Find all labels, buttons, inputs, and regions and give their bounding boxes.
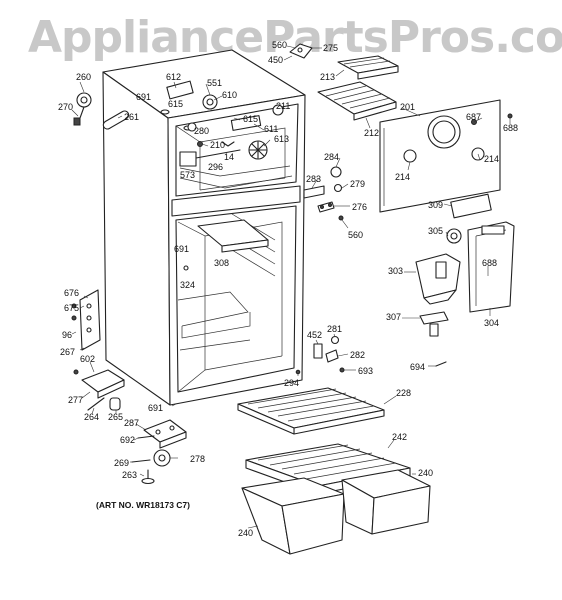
label-part-309 bbox=[450, 193, 492, 219]
hinge-plate-part-287 bbox=[143, 419, 187, 449]
callout-602: 602 bbox=[80, 354, 95, 364]
callout-294: 294 bbox=[284, 378, 299, 388]
glass-shelf-part-228 bbox=[237, 387, 385, 435]
bottom-hinge-part-277 bbox=[73, 369, 125, 399]
callout-305: 305 bbox=[428, 226, 443, 236]
rear-panel-part-201 bbox=[379, 99, 501, 213]
screw-part-269 bbox=[131, 459, 151, 463]
callout-611: 611 bbox=[264, 124, 278, 134]
callout-270: 270 bbox=[58, 102, 73, 112]
callout-96: 96 bbox=[62, 330, 72, 340]
callout-615-top: 615 bbox=[168, 99, 183, 109]
roller-part-278 bbox=[153, 449, 171, 467]
callout-452: 452 bbox=[307, 330, 322, 340]
callout-691-top: 691 bbox=[136, 92, 151, 102]
clip-part-324 bbox=[183, 265, 189, 271]
callout-265: 265 bbox=[108, 412, 123, 422]
callout-leader-lines bbox=[71, 45, 511, 529]
site-watermark: AppliancePartsPros.com bbox=[28, 12, 562, 63]
callout-612: 612 bbox=[166, 72, 181, 82]
art-number-label: (ART NO. WR18173 C7) bbox=[96, 500, 190, 510]
callout-613: 613 bbox=[274, 134, 289, 144]
callout-304: 304 bbox=[484, 318, 499, 328]
callout-307: 307 bbox=[386, 312, 401, 322]
callout-296: 296 bbox=[208, 162, 223, 172]
callout-242: 242 bbox=[392, 432, 407, 442]
small-parts-center-lower bbox=[295, 335, 447, 375]
hinge-bracket-left-676 bbox=[71, 289, 101, 351]
crisper-drawer-right-240 bbox=[341, 469, 431, 535]
callout-labels: 560 450 275 213 212 201 687 688 214 214 … bbox=[58, 40, 518, 538]
callout-269: 269 bbox=[114, 458, 129, 468]
evaporator-cover-part-212 bbox=[317, 81, 397, 121]
callout-14: 14 bbox=[224, 152, 234, 162]
crisper-drawer-left-240 bbox=[241, 477, 345, 555]
callout-691-bottom: 691 bbox=[148, 403, 163, 413]
callout-688: 688 bbox=[503, 123, 518, 133]
callout-210: 210 bbox=[210, 140, 225, 150]
temperature-control-part-304 bbox=[467, 221, 515, 313]
callout-309: 309 bbox=[428, 200, 443, 210]
callout-303: 303 bbox=[388, 266, 403, 276]
door-handle-part bbox=[102, 110, 130, 130]
control-knob-part-305 bbox=[446, 228, 462, 244]
bracket-part-307 bbox=[419, 311, 449, 337]
callout-267: 267 bbox=[60, 347, 75, 357]
callout-277: 277 bbox=[68, 395, 83, 405]
callout-283: 283 bbox=[306, 174, 321, 184]
callout-279: 279 bbox=[350, 179, 365, 189]
callout-212: 212 bbox=[364, 128, 379, 138]
callout-573: 573 bbox=[180, 170, 195, 180]
callout-240-left: 240 bbox=[238, 528, 253, 538]
callout-694: 694 bbox=[410, 362, 425, 372]
hinge-part-260 bbox=[73, 92, 92, 126]
callout-692: 692 bbox=[120, 435, 135, 445]
callout-276: 276 bbox=[352, 202, 367, 212]
shelf-part-308 bbox=[197, 219, 269, 253]
callout-610: 610 bbox=[222, 90, 237, 100]
callout-324: 324 bbox=[180, 280, 195, 290]
callout-264: 264 bbox=[84, 412, 99, 422]
ice-tray-part-275 bbox=[337, 55, 399, 80]
callout-688-lower: 688 bbox=[482, 258, 497, 268]
small-fasteners-center bbox=[303, 166, 344, 221]
callout-282: 282 bbox=[350, 350, 365, 360]
callout-214-right: 214 bbox=[484, 154, 499, 164]
leveling-leg-part-263 bbox=[141, 469, 155, 485]
callout-691-mid: 691 bbox=[174, 244, 189, 254]
callout-560-lower: 560 bbox=[348, 230, 363, 240]
control-housing-part-303 bbox=[415, 253, 461, 305]
callout-284: 284 bbox=[324, 152, 339, 162]
callout-615-mid: 615 bbox=[243, 114, 258, 124]
callout-676: 676 bbox=[64, 288, 79, 298]
callout-281: 281 bbox=[327, 324, 342, 334]
callout-287: 287 bbox=[124, 418, 139, 428]
callout-261: 261 bbox=[124, 112, 139, 122]
callout-693: 693 bbox=[358, 366, 373, 376]
pin-part-264 bbox=[87, 397, 105, 411]
callout-214-left: 214 bbox=[395, 172, 410, 182]
callout-450: 450 bbox=[268, 55, 283, 65]
callout-201: 201 bbox=[400, 102, 415, 112]
callout-213: 213 bbox=[320, 72, 335, 82]
screw-part-692 bbox=[137, 435, 155, 439]
callout-280: 280 bbox=[194, 126, 209, 136]
callout-228: 228 bbox=[396, 388, 411, 398]
callout-260: 260 bbox=[76, 72, 91, 82]
callout-275: 275 bbox=[323, 43, 338, 53]
callout-211: 211 bbox=[276, 101, 290, 111]
callout-278: 278 bbox=[190, 454, 205, 464]
callout-560: 560 bbox=[272, 40, 287, 50]
callout-687: 687 bbox=[466, 112, 481, 122]
callout-551: 551 bbox=[207, 78, 222, 88]
callout-263: 263 bbox=[122, 470, 137, 480]
callout-675: 675 bbox=[64, 303, 79, 313]
bushing-part-265 bbox=[109, 397, 121, 411]
callout-240-right: 240 bbox=[418, 468, 433, 478]
callout-308: 308 bbox=[214, 258, 229, 268]
